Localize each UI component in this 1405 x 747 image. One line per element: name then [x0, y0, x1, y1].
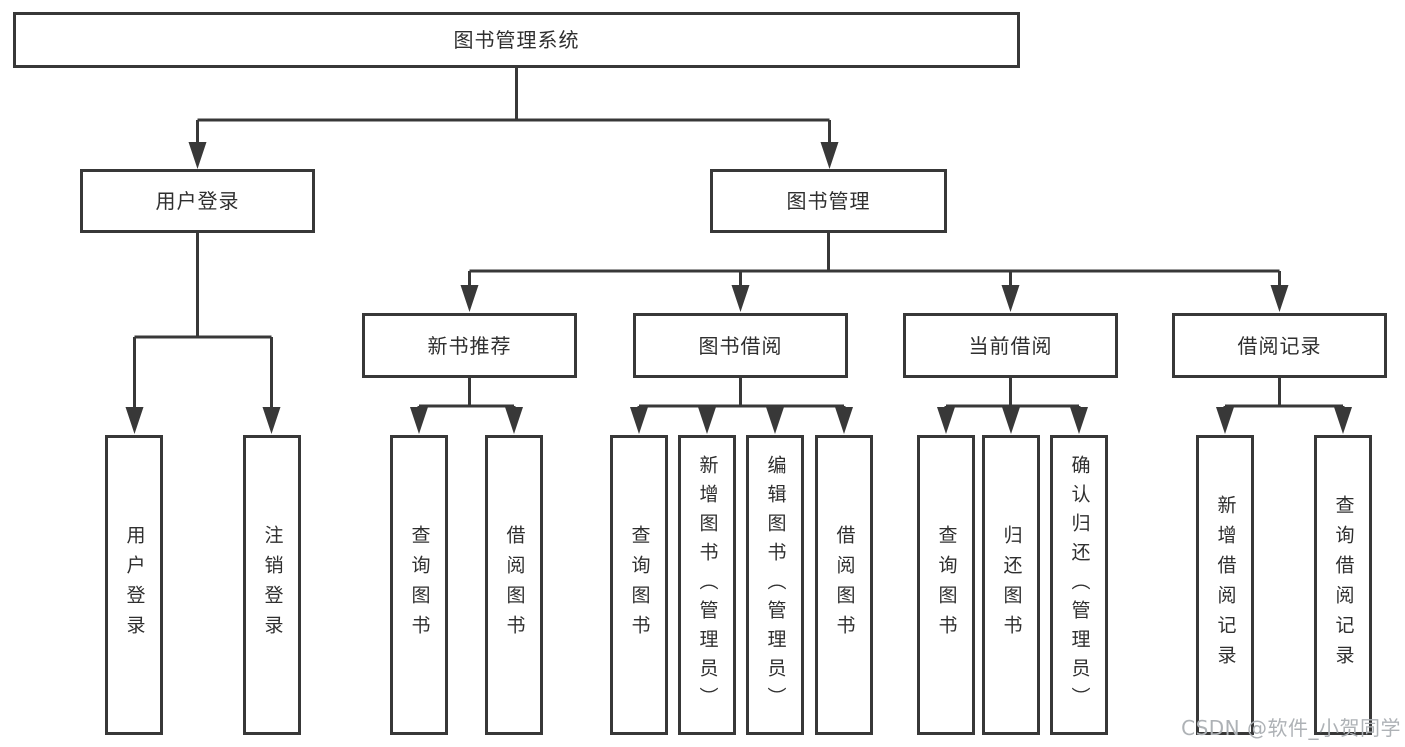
- leaf-label: 注销登录: [261, 525, 284, 645]
- leaf-label: 用户登录: [123, 525, 146, 645]
- node-label: 图书借阅: [698, 333, 783, 358]
- node-user-login: 用户登录: [80, 169, 315, 233]
- leaf-query-borrow-record: 查询借阅记录: [1314, 435, 1372, 735]
- leaf-query-books-current: 查询图书: [917, 435, 975, 735]
- leaf-label: 新增图书（管理员）: [696, 454, 719, 716]
- leaf-label: 查询图书: [628, 525, 651, 645]
- leaf-add-borrow-record: 新增借阅记录: [1196, 435, 1254, 735]
- node-current-borrowing: 当前借阅: [903, 313, 1118, 378]
- node-book-borrowing: 图书借阅: [633, 313, 848, 378]
- node-label: 新书推荐: [427, 333, 512, 358]
- leaf-query-books-recommend: 查询图书: [390, 435, 448, 735]
- node-label: 图书管理: [786, 189, 871, 213]
- leaf-query-books-borrowing: 查询图书: [610, 435, 668, 735]
- leaf-label: 确认归还（管理员）: [1068, 454, 1091, 716]
- leaf-label: 借阅图书: [833, 525, 856, 645]
- leaf-confirm-return-admin: 确认归还（管理员）: [1050, 435, 1108, 735]
- leaf-label: 查询图书: [408, 525, 431, 645]
- leaf-add-book-admin: 新增图书（管理员）: [678, 435, 736, 735]
- leaf-label: 新增借阅记录: [1214, 495, 1237, 675]
- node-new-book-recommendation: 新书推荐: [362, 313, 577, 378]
- node-label: 当前借阅: [968, 333, 1053, 358]
- watermark: CSDN @软件_小贺同学: [1181, 716, 1401, 740]
- leaf-borrow-books-recommend: 借阅图书: [485, 435, 543, 735]
- leaf-label: 编辑图书（管理员）: [764, 454, 787, 716]
- leaf-label: 查询借阅记录: [1332, 495, 1355, 675]
- node-library-system: 图书管理系统: [13, 12, 1020, 68]
- node-label: 图书管理系统: [453, 28, 580, 52]
- node-book-management: 图书管理: [710, 169, 947, 233]
- leaf-edit-book-admin: 编辑图书（管理员）: [746, 435, 804, 735]
- leaf-label: 归还图书: [1000, 525, 1023, 645]
- leaf-borrow-books-borrowing: 借阅图书: [815, 435, 873, 735]
- leaf-label: 查询图书: [935, 525, 958, 645]
- leaf-logout-login: 注销登录: [243, 435, 301, 735]
- leaf-user-login: 用户登录: [105, 435, 163, 735]
- leaf-label: 借阅图书: [503, 525, 526, 645]
- leaf-return-book: 归还图书: [982, 435, 1040, 735]
- node-label: 借阅记录: [1237, 333, 1322, 358]
- node-borrowing-records: 借阅记录: [1172, 313, 1387, 378]
- node-label: 用户登录: [155, 189, 240, 213]
